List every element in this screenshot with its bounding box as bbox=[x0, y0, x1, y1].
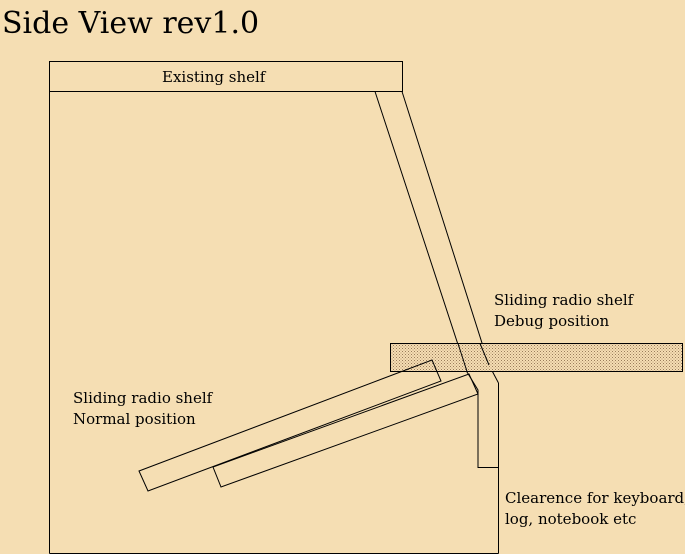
normal-position-shelf-lower bbox=[212, 373, 479, 488]
existing-shelf-label: Existing shelf bbox=[162, 68, 267, 86]
front-panel-outer-edge bbox=[401, 91, 499, 384]
panel-edge-over-shelf-outer bbox=[479, 343, 490, 366]
debug-position-shelf bbox=[390, 343, 683, 372]
existing-shelf-rect bbox=[49, 61, 403, 92]
clearance-label-line2: log, notebook etc bbox=[505, 510, 636, 528]
debug-label-line2: Debug position bbox=[494, 312, 610, 330]
normal-label-line1: Sliding radio shelf bbox=[73, 389, 214, 407]
front-panel-inner-edge bbox=[374, 91, 499, 468]
panel-edge-over-shelf-inner bbox=[457, 343, 468, 372]
page-title: Side View rev1.0 bbox=[2, 6, 259, 41]
normal-label-line2: Normal position bbox=[73, 410, 196, 428]
normal-position-shelf-upper bbox=[138, 359, 442, 492]
clearance-label-line1: Clearence for keyboard, bbox=[505, 489, 685, 507]
debug-label-line1: Sliding radio shelf bbox=[494, 291, 635, 309]
